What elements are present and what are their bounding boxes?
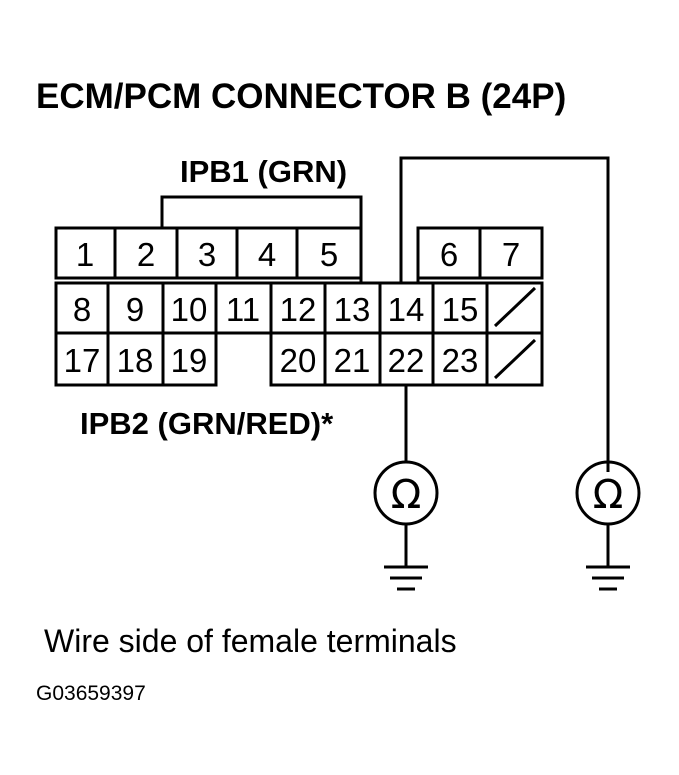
terminal-16-blank-mark (493, 286, 537, 328)
terminal-label-14: 14 (388, 291, 425, 328)
terminal-label-8: 8 (73, 291, 91, 328)
terminal-22 (378, 331, 435, 387)
terminal-label-20: 20 (280, 342, 317, 379)
terminal-label-19: 19 (171, 342, 208, 379)
terminal-label-13: 13 (334, 291, 371, 328)
connector-row-2: 8 9 10 11 12 13 14 15 (54, 281, 544, 335)
terminal-14 (378, 281, 435, 335)
terminal-24-blank-mark (493, 338, 537, 380)
ground-icon (586, 565, 630, 591)
ipb1-bracket (160, 195, 363, 228)
terminal-label-7: 7 (502, 236, 520, 273)
terminal-label-23: 23 (442, 342, 479, 379)
ohm-icon: Ω (391, 472, 422, 518)
terminal-label-5: 5 (320, 236, 338, 273)
terminal-label-3: 3 (198, 236, 216, 273)
terminal-label-10: 10 (171, 291, 208, 328)
terminal-23 (431, 331, 489, 387)
terminal-label-22: 22 (388, 342, 425, 379)
terminal-11 (214, 281, 273, 335)
terminal-3 (175, 226, 239, 280)
terminal-label-15: 15 (442, 291, 479, 328)
figure-code: G03659397 (36, 682, 146, 705)
ipb1-label: IPB1 (GRN) (180, 154, 347, 189)
terminal-7 (478, 226, 544, 280)
terminal-label-9: 9 (126, 291, 144, 328)
terminal-19 (161, 331, 218, 387)
caption: Wire side of female terminals (44, 623, 457, 659)
ohm-icon: Ω (593, 472, 624, 518)
wire-terminal-14 (399, 156, 610, 472)
diagram-title: ECM/PCM CONNECTOR B (24P) (36, 77, 566, 116)
terminal-label-6: 6 (440, 236, 458, 273)
terminal-17 (54, 331, 110, 387)
terminal-label-2: 2 (137, 236, 155, 273)
ohmmeter-right: Ω (575, 460, 641, 591)
terminal-label-21: 21 (334, 342, 371, 379)
terminal-15 (431, 281, 489, 335)
key-slot-walls (359, 228, 420, 283)
terminal-label-18: 18 (117, 342, 154, 379)
terminal-label-4: 4 (258, 236, 276, 273)
connector-row-1: 1 2 3 4 5 6 7 (54, 226, 544, 283)
terminal-20 (269, 331, 327, 387)
ground-icon (384, 565, 428, 591)
ohmmeter-left: Ω (373, 460, 439, 591)
connector-row-3: 17 18 19 20 21 22 23 (54, 331, 544, 387)
ipb2-label: IPB2 (GRN/RED)* (80, 406, 334, 441)
terminal-label-11: 11 (226, 291, 260, 328)
terminal-label-12: 12 (280, 291, 317, 328)
terminal-label-1: 1 (76, 236, 94, 273)
terminal-label-17: 17 (64, 342, 101, 379)
